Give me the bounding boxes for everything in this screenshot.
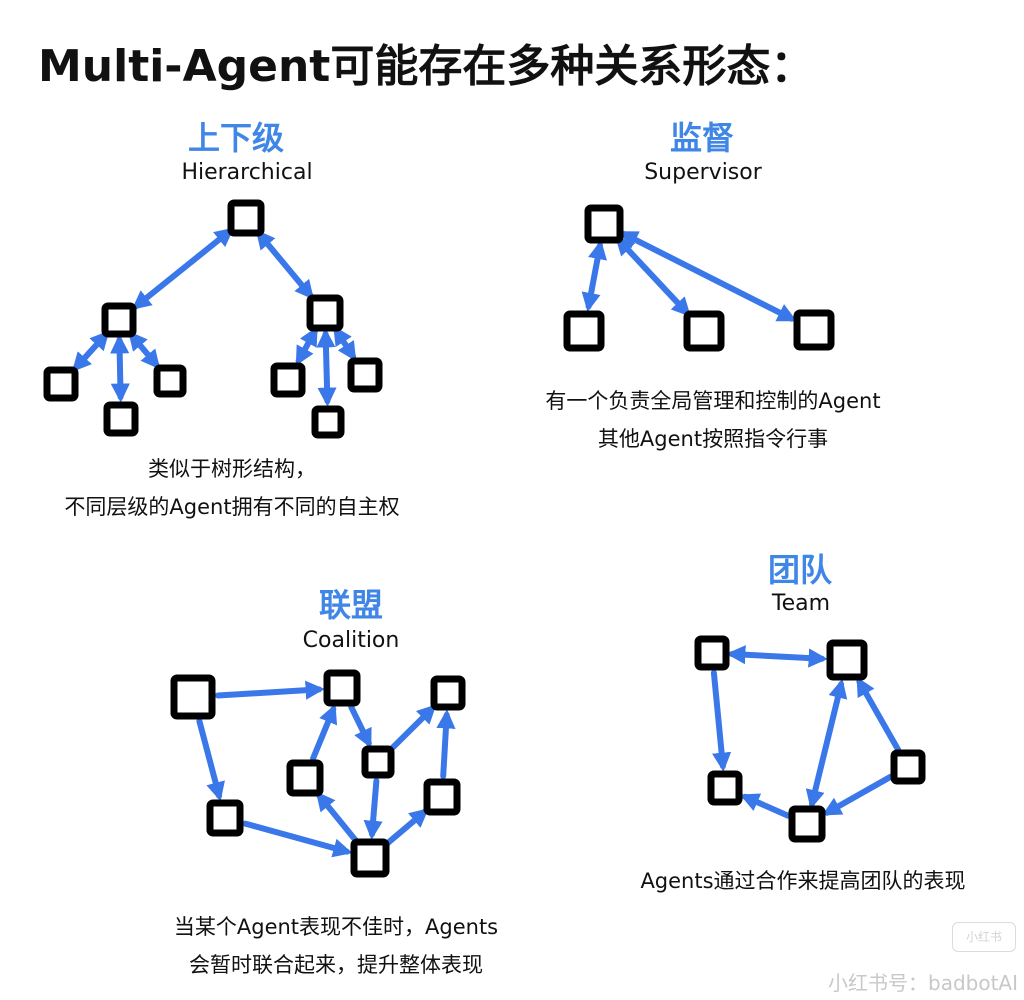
arrow-h-left-to-h-lm [110, 334, 130, 403]
team-subtitle: Team [771, 591, 831, 616]
arrow-c-8-to-c-6 [383, 808, 429, 847]
agent-node-h-rm [311, 405, 345, 439]
agent-node-t-c [890, 749, 926, 785]
arrow-h-right-to-h-rr [333, 325, 357, 362]
supervisor-caption-line-1: 有一个负责全局管理和控制的Agent [545, 389, 881, 413]
agent-node-h-ll [43, 366, 79, 402]
coalition-caption-line-1: 当某个Agent表现不佳时，Agents [173, 915, 499, 939]
agent-node-h-rr [347, 357, 383, 393]
arrow-c-6-to-c-3 [436, 709, 456, 779]
agent-node-s-c [793, 309, 835, 351]
agent-node-s-root [584, 204, 624, 244]
agent-node-h-lm [103, 401, 139, 437]
arrow-c-1-to-c-2 [215, 680, 325, 700]
arrow-h-root-to-h-right [255, 229, 314, 300]
agent-node-t-a [694, 635, 730, 671]
hierarchical-title: 上下级 [187, 119, 285, 157]
arrow-t-a-to-t-d [710, 669, 732, 772]
arrow-c-5-to-c-2 [310, 703, 338, 762]
arrow-c-4-to-c-8 [363, 777, 383, 840]
agent-node-t-d [707, 770, 743, 806]
agent-node-h-left [101, 302, 137, 338]
watermark-text: 小红书号：badbotAI [828, 971, 1018, 995]
hierarchical-caption-line-2: 不同层级的Agent拥有不同的自主权 [64, 495, 400, 519]
arrow-c-8-to-c-5 [315, 791, 360, 844]
agent-node-t-b [826, 639, 868, 681]
team-caption: Agents通过合作来提高团队的表现 [640, 862, 965, 900]
hierarchical-caption-line-1: 类似于树形结构， [147, 457, 316, 481]
agent-node-s-b [683, 310, 725, 352]
supervisor-title: 监督 [669, 119, 735, 157]
agent-node-h-root [227, 199, 265, 237]
arrow-h-root-to-h-left [131, 227, 235, 310]
agent-node-c-8 [350, 838, 390, 878]
team-caption-line-1: Agents通过合作来提高团队的表现 [640, 869, 966, 893]
arrow-t-e-to-t-b [805, 678, 848, 810]
arrow-s-root-to-s-c [618, 230, 797, 322]
arrow-c-7-to-c-8 [242, 820, 353, 858]
arrow-t-a-to-t-b [726, 645, 828, 668]
agent-node-c-2 [323, 669, 361, 707]
arrow-h-left-to-h-lr [128, 330, 161, 370]
coalition-title: 联盟 [318, 586, 384, 624]
hierarchical-subtitle: Hierarchical [181, 160, 313, 185]
arrow-c-1-to-c-7 [196, 718, 225, 802]
arrow-t-e-to-t-d [739, 793, 791, 819]
agent-node-c-3 [430, 675, 466, 711]
agent-node-h-lr [153, 364, 187, 398]
agent-node-c-5 [286, 759, 324, 797]
arrow-h-right-to-h-rl [295, 326, 318, 366]
supervisor-subtitle: Supervisor [644, 160, 762, 185]
arrow-h-left-to-h-ll [71, 330, 110, 372]
hierarchical-caption: 类似于树形结构， 不同层级的Agent拥有不同的自主权 [64, 450, 399, 526]
agent-node-c-7 [206, 799, 244, 837]
arrow-t-c-to-t-b [856, 676, 902, 753]
agent-node-t-e [788, 805, 826, 843]
coalition-caption-line-2: 会暂时联合起来，提升整体表现 [188, 953, 483, 977]
coalition-subtitle: Coalition [302, 628, 400, 653]
coalition-caption: 当某个Agent表现不佳时，Agents 会暂时联合起来，提升整体表现 [174, 908, 498, 984]
arrow-c-2-to-c-4 [348, 703, 372, 749]
arrow-edges [71, 227, 902, 858]
arrow-s-root-to-s-a [581, 239, 607, 313]
agent-node-c-6 [423, 778, 461, 816]
supervisor-caption: 有一个负责全局管理和控制的Agent 其他Agent按照指令行事 [545, 382, 880, 458]
agent-node-s-a [563, 310, 605, 352]
agent-node-h-rl [270, 362, 306, 398]
arrow-c-4-to-c-3 [388, 704, 437, 752]
agent-node-h-right [306, 294, 344, 332]
team-title: 团队 [767, 551, 833, 589]
supervisor-caption-line-2: 其他Agent按照指令行事 [597, 427, 829, 451]
arrow-h-right-to-h-rm [316, 328, 337, 407]
page-title: Multi-Agent可能存在多种关系形态： [38, 41, 815, 92]
agent-nodes [43, 199, 926, 878]
agent-node-c-4 [361, 745, 395, 779]
watermark-badge: 小红书 [952, 922, 1016, 952]
agent-node-c-1 [170, 674, 216, 720]
arrow-t-c-to-t-e [821, 773, 894, 816]
